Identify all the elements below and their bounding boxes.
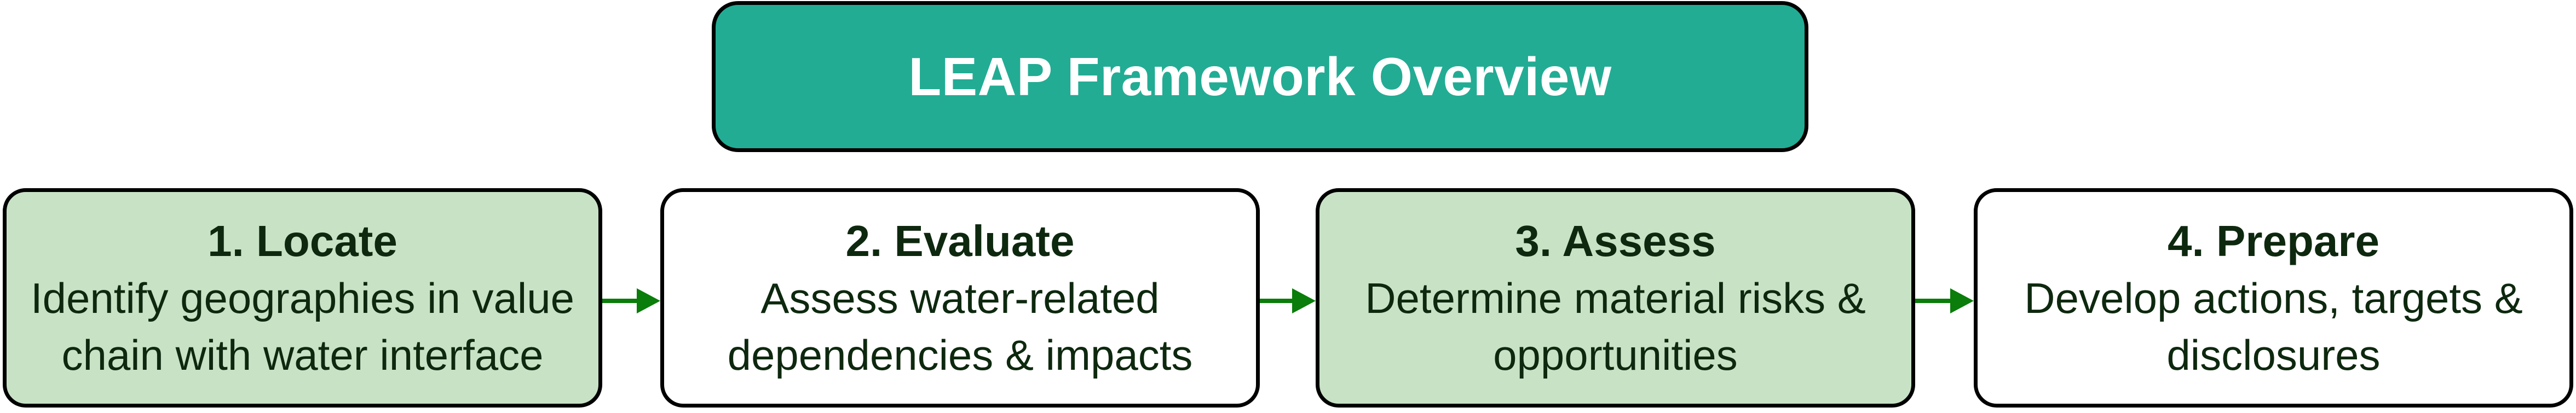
flow-arrow-icon: [1260, 276, 1316, 325]
title-banner: LEAP Framework Overview: [712, 1, 1808, 152]
step-box-evaluate: 2. Evaluate Assess water-related depende…: [660, 188, 1260, 408]
step-description-assess: Determine material risks & opportunities: [1365, 274, 1866, 379]
arrow-shaft: [1915, 299, 1952, 303]
step-description-prepare: Develop actions, targets & disclosures: [2024, 274, 2523, 379]
step-title-assess: 3. Assess: [1515, 216, 1716, 265]
step-title-locate: 1. Locate: [208, 216, 397, 265]
step-box-prepare: 4. Prepare Develop actions, targets & di…: [1974, 188, 2573, 408]
arrow-head: [1950, 288, 1974, 313]
arrow-shaft: [602, 299, 638, 303]
step-description-evaluate: Assess water-related dependencies & impa…: [727, 274, 1193, 379]
step-description-locate: Identify geographies in value chain with…: [30, 274, 574, 379]
arrow-head: [637, 288, 660, 313]
step-box-assess: 3. Assess Determine material risks & opp…: [1316, 188, 1915, 408]
step-title-prepare: 4. Prepare: [2168, 216, 2379, 265]
diagram-title: LEAP Framework Overview: [908, 46, 1612, 107]
flow-arrow-icon: [1915, 276, 1974, 325]
flow-arrow-icon: [602, 276, 660, 325]
step-title-evaluate: 2. Evaluate: [845, 216, 1075, 265]
arrow-head: [1292, 288, 1316, 313]
step-box-locate: 1. Locate Identify geographies in value …: [3, 188, 602, 408]
arrow-shaft: [1260, 299, 1294, 303]
